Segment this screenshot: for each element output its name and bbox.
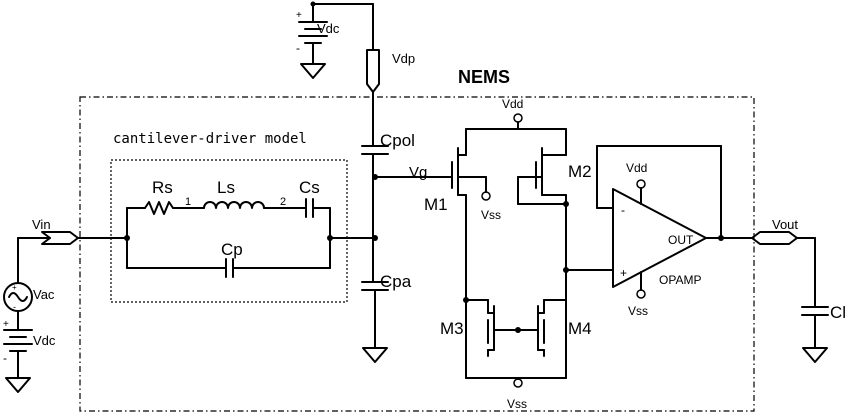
- vin-label: Vin: [32, 217, 51, 232]
- svg-text:+: +: [620, 266, 627, 280]
- opamp-label: OPAMP: [659, 273, 701, 287]
- vac-source: + - Vac: [3, 282, 55, 331]
- vss-bottom-label: Vss: [507, 397, 527, 411]
- nems-title: NEMS: [458, 67, 510, 87]
- svg-text:-: -: [13, 302, 16, 312]
- model-label: cantilever-driver model: [113, 131, 307, 147]
- nems-boundary-box: [79, 96, 755, 412]
- bottom-vdc-source: + - Vdc: [3, 319, 56, 393]
- opamp-out-label: OUT: [668, 233, 694, 247]
- vdc-bottom-label: Vdc: [33, 333, 56, 348]
- vdp-label: Vdp: [392, 51, 415, 66]
- ls-label: Ls: [217, 178, 235, 197]
- svg-text:-: -: [296, 41, 300, 55]
- vin-pin: Vin: [17, 217, 79, 284]
- cpol-capacitor: Cpol: [361, 131, 415, 155]
- m1-label: M1: [424, 195, 448, 214]
- vout-pin: Vout: [751, 217, 816, 308]
- m4-label: M4: [568, 319, 592, 338]
- cl-capacitor: Cl: [801, 303, 846, 363]
- svg-text:-: -: [621, 203, 625, 217]
- current-mirror: Vdd Vss M1 M2: [424, 97, 592, 411]
- svg-text:-: -: [3, 351, 7, 365]
- vdd-mirror-label: Vdd: [502, 97, 523, 111]
- rs-label: Rs: [152, 178, 173, 197]
- vss-opamp-label: Vss: [628, 304, 648, 318]
- opamp: - + OUT OPAMP Vdd Vss: [565, 145, 753, 318]
- top-vdc-source: + - Vdc: [296, 1, 374, 79]
- cantilever-model-box: [110, 159, 348, 303]
- vout-label: Vout: [772, 217, 798, 232]
- vdp-pin: Vdp: [366, 3, 415, 147]
- cpol-label: Cpol: [380, 131, 415, 150]
- vac-label: Vac: [33, 287, 55, 302]
- svg-text:+: +: [12, 283, 17, 292]
- m2-label: M2: [568, 162, 592, 181]
- svg-text:+: +: [3, 319, 9, 330]
- svg-text:2: 2: [280, 196, 286, 208]
- cp-label: Cp: [221, 240, 243, 259]
- vdd-opamp-label: Vdd: [626, 161, 647, 175]
- cpa-capacitor: Cpa: [361, 272, 412, 363]
- m3-label: M3: [440, 319, 464, 338]
- cs-label: Cs: [299, 178, 320, 197]
- svg-text:1: 1: [185, 196, 191, 208]
- vss-m1-label: Vss: [481, 208, 501, 222]
- vg-label: Vg: [409, 164, 427, 181]
- cl-label: Cl: [830, 303, 846, 322]
- cpa-label: Cpa: [380, 272, 412, 291]
- vdc-top-label: Vdc: [317, 21, 340, 36]
- svg-text:+: +: [296, 10, 302, 21]
- rlc-model: Rs Ls Cs Cp 1 2: [124, 178, 333, 278]
